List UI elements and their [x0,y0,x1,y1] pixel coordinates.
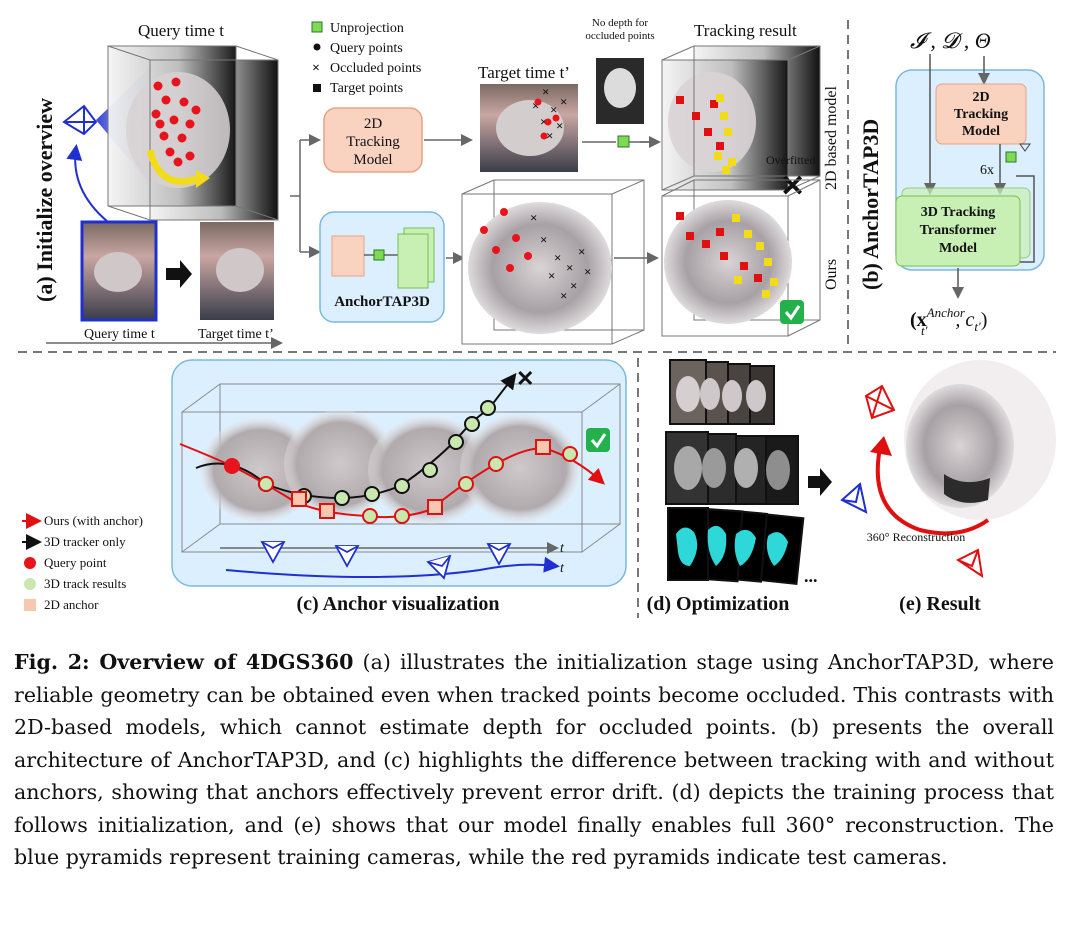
legend-ours: Ours (with anchor) [44,513,143,528]
legend-query-point: Query point [44,555,107,570]
panel-b-side-title: (b) AnchorTAP3D [858,119,883,290]
svg-text:×: × [566,260,573,275]
panel-d: ... (d) Optimization [647,360,832,615]
panel-b-3d-line3: Model [939,241,977,256]
panel-b-inputs: 𝓘 , 𝓓 , Θ [910,28,991,53]
check-icon [780,300,804,324]
panel-d-ellipsis: ... [804,566,818,586]
box-2d-line3: Model [353,152,392,168]
panel-c-legend: Ours (with anchor) 3D tracker only Query… [22,513,143,612]
panel-b-repeat: 6x [980,163,994,178]
row-2d-label: 2D based model [823,85,840,190]
query-point-marker [224,458,240,474]
panel-c: ✕ t t (c) Anchor visualization [172,360,626,615]
occluded-x-icon: × [312,61,320,76]
drift-x-icon: ✕ [516,366,534,391]
legend-3d-only: 3D tracker only [44,534,126,549]
svg-text:×: × [542,84,549,99]
figure-caption: Fig. 2: Overview of 4DGS360 (a) illustra… [14,646,1054,874]
rgb-frames [670,360,774,424]
legend-query-dot-icon [24,557,36,569]
svg-text:×: × [548,268,555,283]
recon-label: 360° Reconstruction [867,530,965,544]
caption-text: (a) illustrates the initialization stage… [14,650,1054,869]
camera-pyramid-icon [64,106,96,134]
output-close: ) [981,309,988,331]
no-depth-line1: No depth for [592,17,649,29]
panel-b-2d-line1: 2D [972,90,989,105]
overfitted-label: Overfitted [766,153,815,167]
ours-target-cube: ×××× ××××× [462,180,644,344]
panel-b-3d-line1: 3D Tracking [921,205,996,220]
svg-text:×: × [578,244,585,259]
legend-2d-anchor: 2D anchor [44,597,99,612]
axis-query-label: Query time t [84,327,155,342]
panel-e-title: (e) Result [899,593,981,615]
no-depth-line2: occluded points [585,30,654,42]
legend-track-results: 3D track results [44,576,126,591]
panel-a: (a) Initialize overview Query time t [32,17,840,344]
branch-connector [290,140,300,252]
panel-b-2d-line2: Tracking [954,107,1008,122]
svg-text:×: × [584,264,591,279]
svg-text:×: × [560,94,567,109]
depth-frames [666,432,798,504]
unprojection-icon [312,22,322,32]
query-time-label: Query time t [138,21,224,40]
panel-a-side-title: (a) Initialize overview [32,98,57,302]
caption-label: Fig. 2: Overview of 4DGS360 [14,650,353,674]
panel-b-3d-line2: Transformer [920,223,997,238]
tracking-result-label: Tracking result [694,21,797,40]
legend-track-dot-icon [24,578,36,590]
camera-link-arrow [75,148,108,222]
mask-frames [668,508,803,584]
output-sub: t′ [921,323,928,338]
svg-text:×: × [554,250,561,265]
legend-unprojection: Unprojection [330,21,404,36]
result-2d-cube: Overfitted ✕ [662,46,820,203]
axis-target-label: Target time t’ [198,327,274,342]
panel-b-2d-line3: Model [962,124,1000,139]
panel-b: (b) AnchorTAP3D 𝓘 , 𝓓 , Θ 2D Tracking Mo… [858,28,1044,338]
figure-overview: (a) Initialize overview Query time t [0,0,1068,640]
legend-query-points: Query points [330,41,403,56]
target-time-label: Target time t’ [478,63,570,82]
target-square-icon [313,84,321,92]
row-ours-label: Ours [823,259,840,290]
legend-occluded-points: Occluded points [330,61,421,76]
panel-d-title: (d) Optimization [647,593,790,615]
legend-target-points: Target points [330,81,403,96]
panel-c-title: (c) Anchor visualization [297,593,500,615]
panel-e: 360° Reconstruction (e) Result [842,360,1056,615]
query-cube [108,46,278,220]
svg-text:×: × [530,210,537,225]
query-dot-icon [314,44,321,51]
panel-d-arrow-icon [808,468,832,496]
result-ours-cube [662,180,820,336]
train-camera-icon [842,484,866,512]
svg-text:×: × [540,232,547,247]
panel-a-legend: Unprojection Query points × Occluded poi… [312,21,421,96]
svg-text:×: × [560,288,567,303]
output-c: , c [955,309,974,331]
box-anchortap3d-label: AnchorTAP3D [334,294,430,310]
box-2d-line2: Tracking [346,134,400,150]
box-2d-line1: 2D [364,116,383,132]
legend-anchor-square-icon [24,599,36,611]
arrow-right-icon [166,260,192,288]
svg-text:×: × [570,278,577,293]
